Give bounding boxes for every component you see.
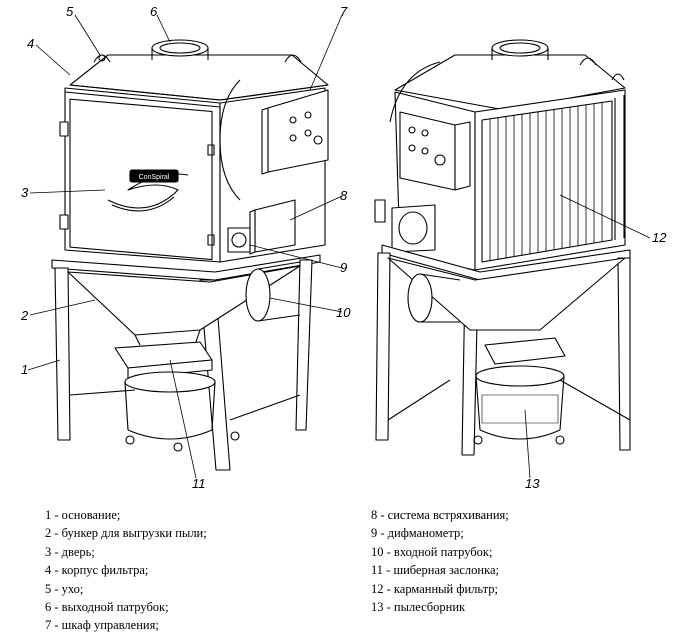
left-view: ConSpiral [51,39,329,471]
right-view [374,39,631,456]
legend-item: 8 - система встряхивания; [371,508,509,522]
legend-item: 9 - дифманометр; [371,526,464,541]
legend-right: 8 - система встряхивания; 9 - дифманомет… [371,506,509,616]
callout-6: 6 [150,4,158,19]
legend-item: 12 - карманный фильтр; [371,581,498,596]
callout-3: 3 [21,185,29,200]
callout-9: 9 [340,260,347,275]
callout-12: 12 [652,230,667,245]
legend-item: 3 - дверь; [45,544,95,559]
legend-left: 1 - основание; 2 - бункер для выгрузки п… [45,506,207,635]
legend-item: 13 - пылесборник [371,600,466,615]
leader-lines [27,14,651,479]
callout-11: 11 [192,476,206,491]
callout-2: 2 [20,308,29,323]
legend-item: 1 - основание; [45,508,121,522]
legend-item: 7 - шкаф управления; [45,618,159,633]
filter-unit-drawing: ConSpiral [20,4,667,491]
callout-5: 5 [66,4,74,19]
callout-labels: 1 2 3 4 5 6 7 8 9 10 11 12 13 [20,4,667,491]
logo-text: ConSpiral [139,174,170,181]
callout-10: 10 [336,305,351,320]
legend-item: 2 - бункер для выгрузки пыли; [45,526,207,541]
callout-7: 7 [340,4,348,19]
legend-item: 6 - выходной патрубок; [45,600,169,615]
legend-item: 11 - шиберная заслонка; [371,563,499,578]
callout-13: 13 [525,476,540,491]
legend-item: 10 - входной патрубок; [371,544,493,559]
callout-4: 4 [27,36,34,51]
callout-8: 8 [340,188,348,203]
callout-1: 1 [21,362,28,377]
legend-item: 4 - корпус фильтра; [45,563,149,578]
legend-item: 5 - ухо; [45,581,84,596]
